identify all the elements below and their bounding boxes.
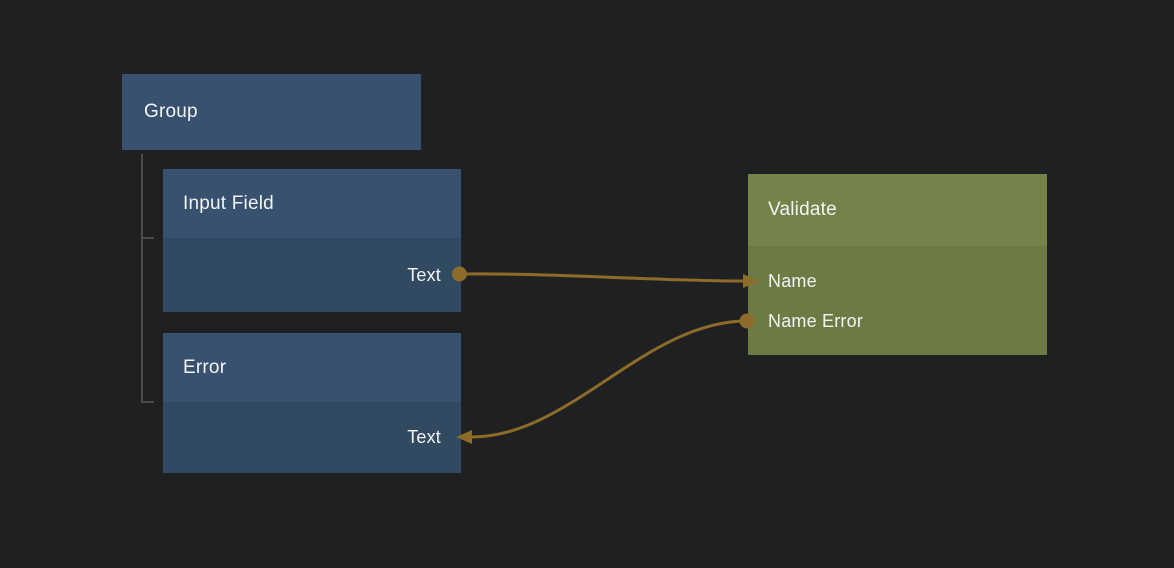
group-to-input-field-connector-tick [141,237,154,239]
validate-port-row-name-error[interactable]: Name Error [748,301,1047,341]
group-to-error-connector-tick [141,401,154,403]
node-input-field-header[interactable]: Input Field [163,169,461,238]
port-label-input-field-text-output: Text [407,264,441,285]
node-validate-header[interactable]: Validate [748,174,1047,246]
node-input-field[interactable]: Input Field Text [163,169,461,312]
node-validate-body: Name Name Error [748,246,1047,355]
wire-input-field-text-to-validate-name[interactable] [463,272,744,283]
node-input-field-body: Text [163,238,461,312]
port-label-error-text-input: Text [407,427,441,447]
node-group-header[interactable]: Group [122,74,421,150]
port-label-validate-name-input: Name [768,270,817,291]
node-validate[interactable]: Validate Name Name Error [748,174,1047,355]
node-error-header[interactable]: Error [163,333,461,402]
node-validate-title: Validate [768,199,837,220]
port-label-validate-name-error-output: Name Error [768,310,864,331]
node-group-title: Group [144,101,198,122]
node-input-field-title: Input Field [183,192,274,214]
node-error-body: Text [163,402,461,473]
node-error-title: Error [183,356,227,378]
group-children-connector-line [141,154,143,403]
node-error[interactable]: Error Text [163,333,461,473]
wire-validate-name-error-to-error-text[interactable] [471,319,748,439]
validate-port-row-name[interactable]: Name [748,261,1047,301]
node-group[interactable]: Group [122,74,421,150]
